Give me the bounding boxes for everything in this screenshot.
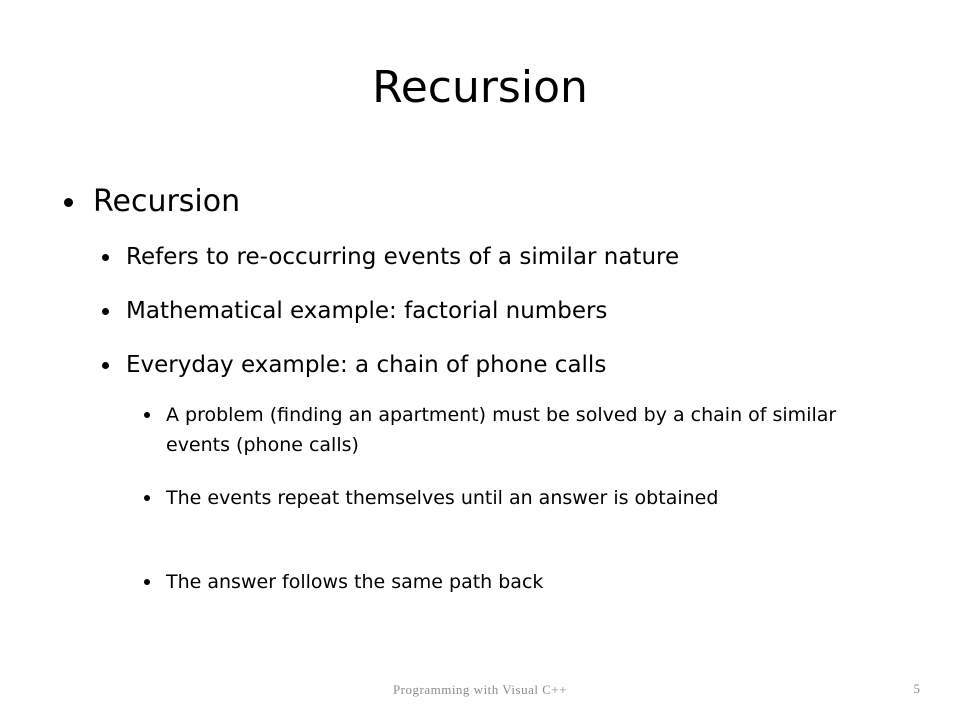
bullet-text: The events repeat themselves until an an… [166, 487, 719, 509]
bullet-dot-icon [144, 495, 150, 501]
bullet-level3: The events repeat themselves until an an… [144, 483, 886, 513]
bullet-dot-icon [102, 362, 109, 369]
bullet-text: The answer follows the same path back [166, 571, 544, 593]
bullet-dot-icon [102, 308, 109, 315]
bullet-text: Everyday example: a chain of phone calls [126, 352, 607, 378]
bullet-text: Recursion [93, 184, 241, 219]
bullet-text: Refers to re-occurring events of a simil… [126, 244, 680, 270]
bullet-level3: The answer follows the same path back [144, 567, 886, 597]
bullet-dot-icon [144, 412, 150, 418]
bullet-level2: Refers to re-occurring events of a simil… [102, 241, 679, 273]
page-number: 5 [913, 681, 921, 696]
bullet-level2: Mathematical example: factorial numbers [102, 295, 607, 327]
bullet-dot-icon [102, 254, 109, 261]
bullet-text: A problem (finding an apartment) must be… [166, 404, 837, 456]
bullet-level2: Everyday example: a chain of phone calls [102, 349, 606, 381]
bullet-level1: Recursion [64, 182, 240, 222]
bullet-level3: A problem (finding an apartment) must be… [144, 400, 886, 460]
bullet-dot-icon [144, 579, 150, 585]
footer-text: Programming with Visual C++ [392, 682, 568, 697]
slide-title: Recursion [372, 62, 588, 113]
bullet-text: Mathematical example: factorial numbers [126, 298, 608, 324]
bullet-dot-icon [64, 198, 73, 207]
